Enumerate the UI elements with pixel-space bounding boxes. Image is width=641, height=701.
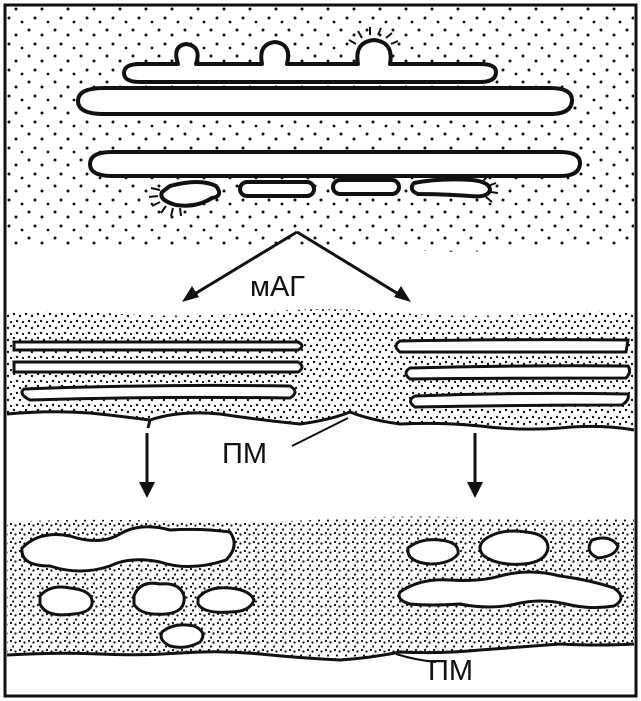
pm-label-middle: ПМ	[222, 438, 267, 470]
golgi-cytoplasm	[7, 7, 634, 252]
golgi-label: мАГ	[250, 271, 305, 303]
pm-label-bottom: ПМ	[428, 655, 473, 687]
